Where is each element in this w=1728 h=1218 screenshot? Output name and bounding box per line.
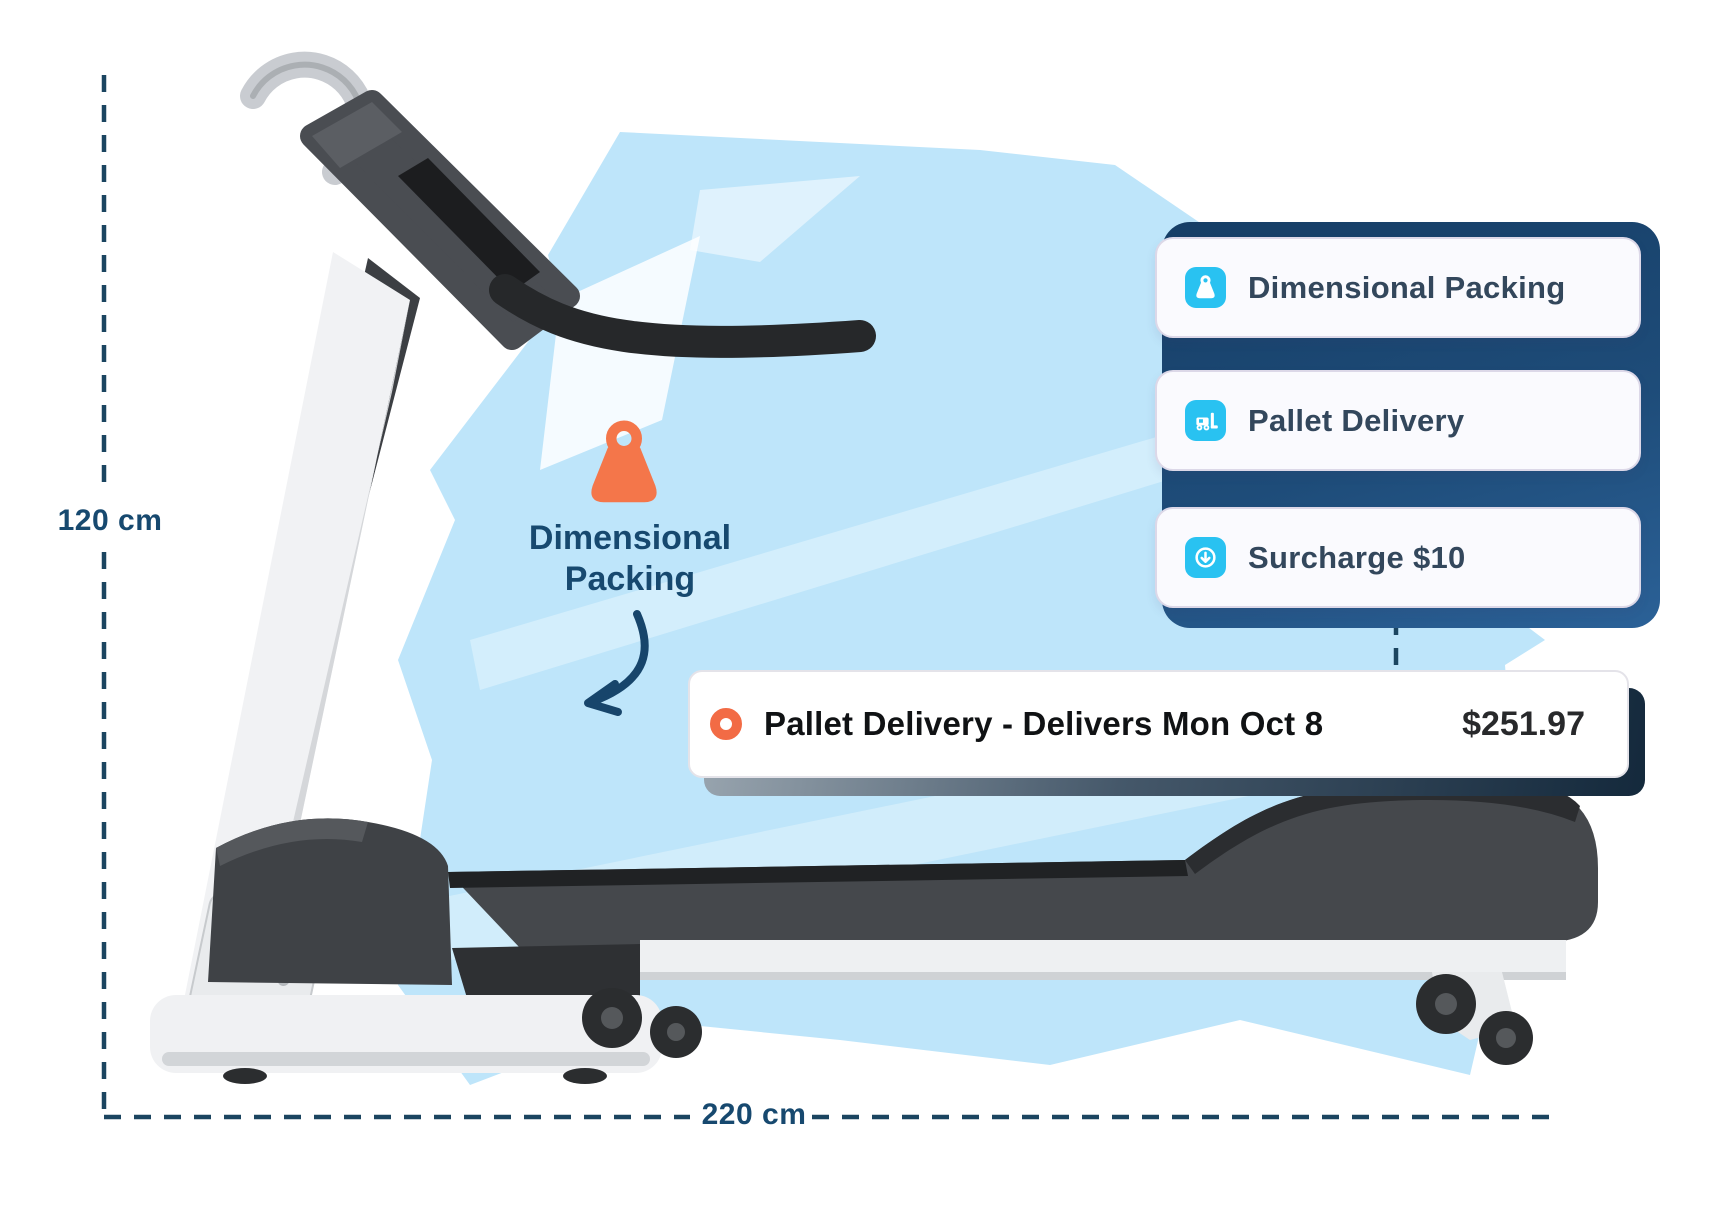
rate-option-row[interactable]: Pallet Delivery - Delivers Mon Oct 8 $25… (688, 670, 1629, 778)
forklift-icon (1185, 400, 1226, 441)
width-dimension-label: 220 cm (701, 1098, 807, 1131)
weight-icon (1185, 267, 1226, 308)
badge-label: Dimensional Packing (1248, 269, 1566, 305)
badge-label: Surcharge $10 (1248, 539, 1466, 575)
dimensional-packing-annotation: Dimensional Packing (470, 518, 790, 600)
annotation-line-1: Dimensional (528, 519, 732, 557)
rate-price: $251.97 (1462, 704, 1585, 743)
badge-surcharge: Surcharge $10 (1155, 507, 1641, 608)
arrow-down-circle-icon (1185, 537, 1226, 578)
treadmill-illustration (150, 51, 1598, 1084)
badge-dimensional-packing: Dimensional Packing (1155, 237, 1641, 338)
height-dimension-label: 120 cm (50, 502, 170, 540)
rate-card-wrap: Pallet Delivery - Delivers Mon Oct 8 $25… (688, 670, 1645, 796)
badge-pallet-delivery: Pallet Delivery (1155, 370, 1641, 471)
radio-dot-icon[interactable] (710, 708, 742, 740)
annotation-line-2: Packing (564, 560, 696, 598)
badge-label: Pallet Delivery (1248, 402, 1465, 438)
curved-arrow (584, 610, 649, 716)
rate-title: Pallet Delivery - Delivers Mon Oct 8 (764, 705, 1324, 742)
